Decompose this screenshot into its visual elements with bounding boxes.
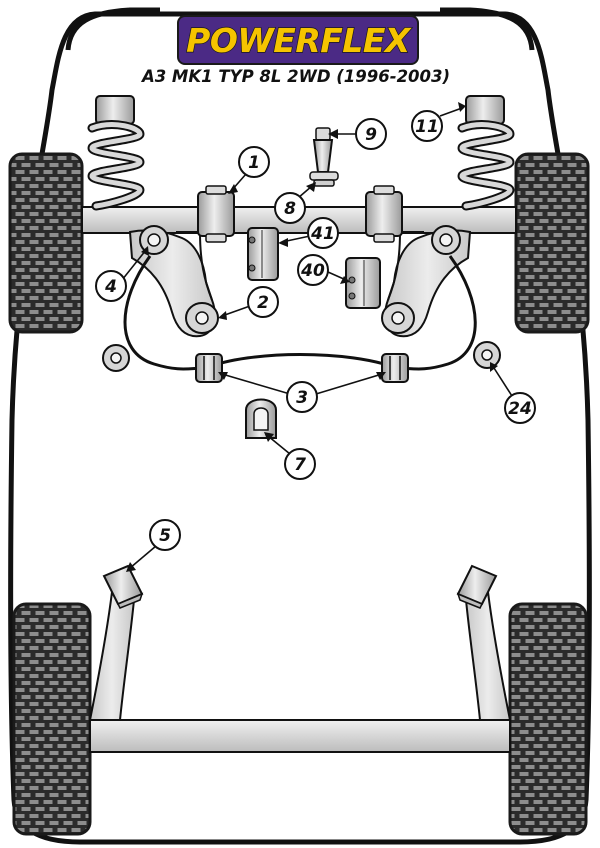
leader-2	[221, 305, 251, 317]
svg-text:9: 9	[365, 125, 377, 145]
svg-text:1: 1	[248, 153, 260, 173]
right-wishbone-front-bush	[431, 225, 461, 255]
callout-9: 9	[355, 118, 387, 150]
svg-text:24: 24	[508, 399, 532, 419]
callout-8: 8	[274, 192, 306, 224]
engine-mount-insert-41	[247, 227, 279, 281]
callout-40: 40	[297, 254, 329, 286]
svg-text:41: 41	[310, 224, 335, 244]
left-top-bush	[197, 185, 235, 243]
rear-beam	[89, 719, 511, 753]
left-coil-spring	[87, 95, 145, 211]
callout-41: 41	[307, 217, 339, 249]
right-wishbone-rear-bush	[381, 302, 415, 334]
rear-beam-bush-left	[102, 564, 144, 609]
svg-text:4: 4	[104, 277, 117, 297]
right-wing-top	[440, 7, 535, 51]
leader-24	[493, 367, 513, 397]
anti-roll-bar-bush-left	[195, 353, 223, 383]
front-right-tyre	[514, 152, 590, 334]
leader-3b	[315, 373, 383, 395]
anti-roll-bar	[123, 255, 477, 371]
logo-background	[177, 15, 419, 65]
svg-text:2: 2	[257, 293, 269, 313]
right-coil-spring	[457, 95, 515, 211]
svg-text:3: 3	[296, 388, 308, 408]
callout-4: 4	[95, 270, 127, 302]
gearbox-mount-insert	[245, 398, 277, 439]
rear-beam-bush-right	[456, 564, 498, 609]
leader-7	[267, 435, 291, 455]
left-wing-top	[65, 7, 160, 51]
rear-right-trailing-arm	[464, 590, 512, 721]
anti-roll-bar-bush-right	[381, 353, 409, 383]
svg-text:11: 11	[415, 117, 439, 137]
rear-right-tyre	[508, 602, 588, 836]
rear-left-trailing-arm	[88, 590, 136, 721]
radiator-mount-left	[102, 344, 130, 372]
leader-4	[121, 249, 147, 281]
leader-3a	[221, 373, 291, 395]
rear-left-tyre	[12, 602, 92, 836]
callout-5: 5	[149, 519, 181, 551]
leader-11	[439, 107, 463, 117]
callout-1: 1	[238, 146, 270, 178]
svg-text:8: 8	[284, 199, 296, 219]
leader-5	[129, 545, 157, 569]
strut-bump-washer	[309, 171, 339, 187]
arrowheads	[126, 102, 498, 572]
svg-text:40: 40	[300, 261, 325, 281]
callout-3: 3	[286, 381, 318, 413]
callout-11: 11	[411, 110, 443, 142]
callout-24: 24	[504, 392, 536, 424]
right-top-bush	[365, 185, 403, 243]
radiator-mount-right	[473, 341, 501, 369]
logo-text: POWERFLEX	[186, 21, 412, 60]
powerflex-logo: POWERFLEX	[177, 15, 419, 65]
vehicle-subtitle: A3 MK1 TYP 8L 2WD (1996-2003)	[140, 67, 450, 86]
engine-mount-insert-40	[345, 257, 381, 309]
svg-text:5: 5	[159, 526, 171, 546]
left-wishbone-rear-bush	[185, 302, 219, 334]
callout-7: 7	[284, 448, 316, 480]
svg-text:7: 7	[294, 455, 306, 475]
callout-2: 2	[247, 286, 279, 318]
front-left-tyre	[8, 152, 84, 334]
